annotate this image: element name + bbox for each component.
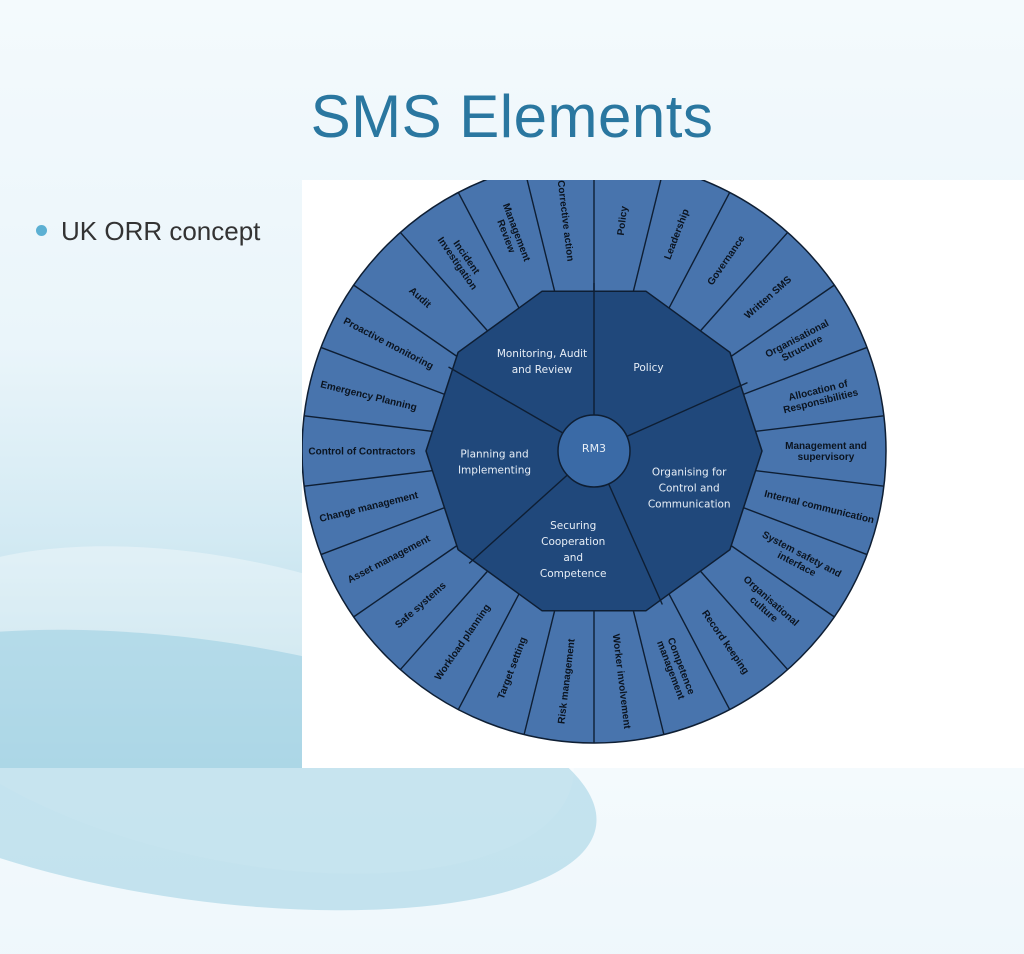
bullet-text: UK ORR concept xyxy=(61,216,261,246)
outer-spoke xyxy=(457,192,522,312)
outer-spoke xyxy=(631,180,662,298)
outer-spoke xyxy=(353,284,465,362)
outer-segment-label: Control of Contractors xyxy=(308,447,416,458)
outer-spoke xyxy=(399,231,490,334)
outer-spoke xyxy=(723,284,835,362)
outer-spoke xyxy=(523,604,557,735)
outer-spoke xyxy=(741,506,868,556)
outer-spoke xyxy=(304,415,438,433)
outer-spoke xyxy=(320,506,447,556)
outer-segment-label: Policy xyxy=(616,205,631,236)
bullet-dot-icon xyxy=(36,225,47,236)
outer-spoke xyxy=(457,590,522,710)
outer-spoke xyxy=(698,231,789,334)
outer-spoke xyxy=(723,540,835,618)
outer-spoke xyxy=(750,415,884,433)
outer-spoke xyxy=(666,590,731,710)
outer-spoke xyxy=(750,469,884,487)
outer-spoke xyxy=(741,346,868,396)
outer-spoke xyxy=(353,540,465,618)
bullet-item: UK ORR concept xyxy=(36,214,276,248)
outer-spoke xyxy=(320,346,447,396)
inner-section-policy: Policy xyxy=(633,362,663,374)
outer-spoke xyxy=(399,568,490,671)
center-label: RM3 xyxy=(582,442,606,455)
outer-spoke xyxy=(631,604,665,735)
center-hub xyxy=(557,414,631,488)
outer-spoke xyxy=(304,469,438,487)
slide-title: SMS Elements xyxy=(310,83,714,150)
outer-spokes xyxy=(304,180,884,743)
outer-spoke xyxy=(526,180,557,298)
outer-spoke xyxy=(698,568,789,671)
outer-spoke xyxy=(666,192,731,312)
